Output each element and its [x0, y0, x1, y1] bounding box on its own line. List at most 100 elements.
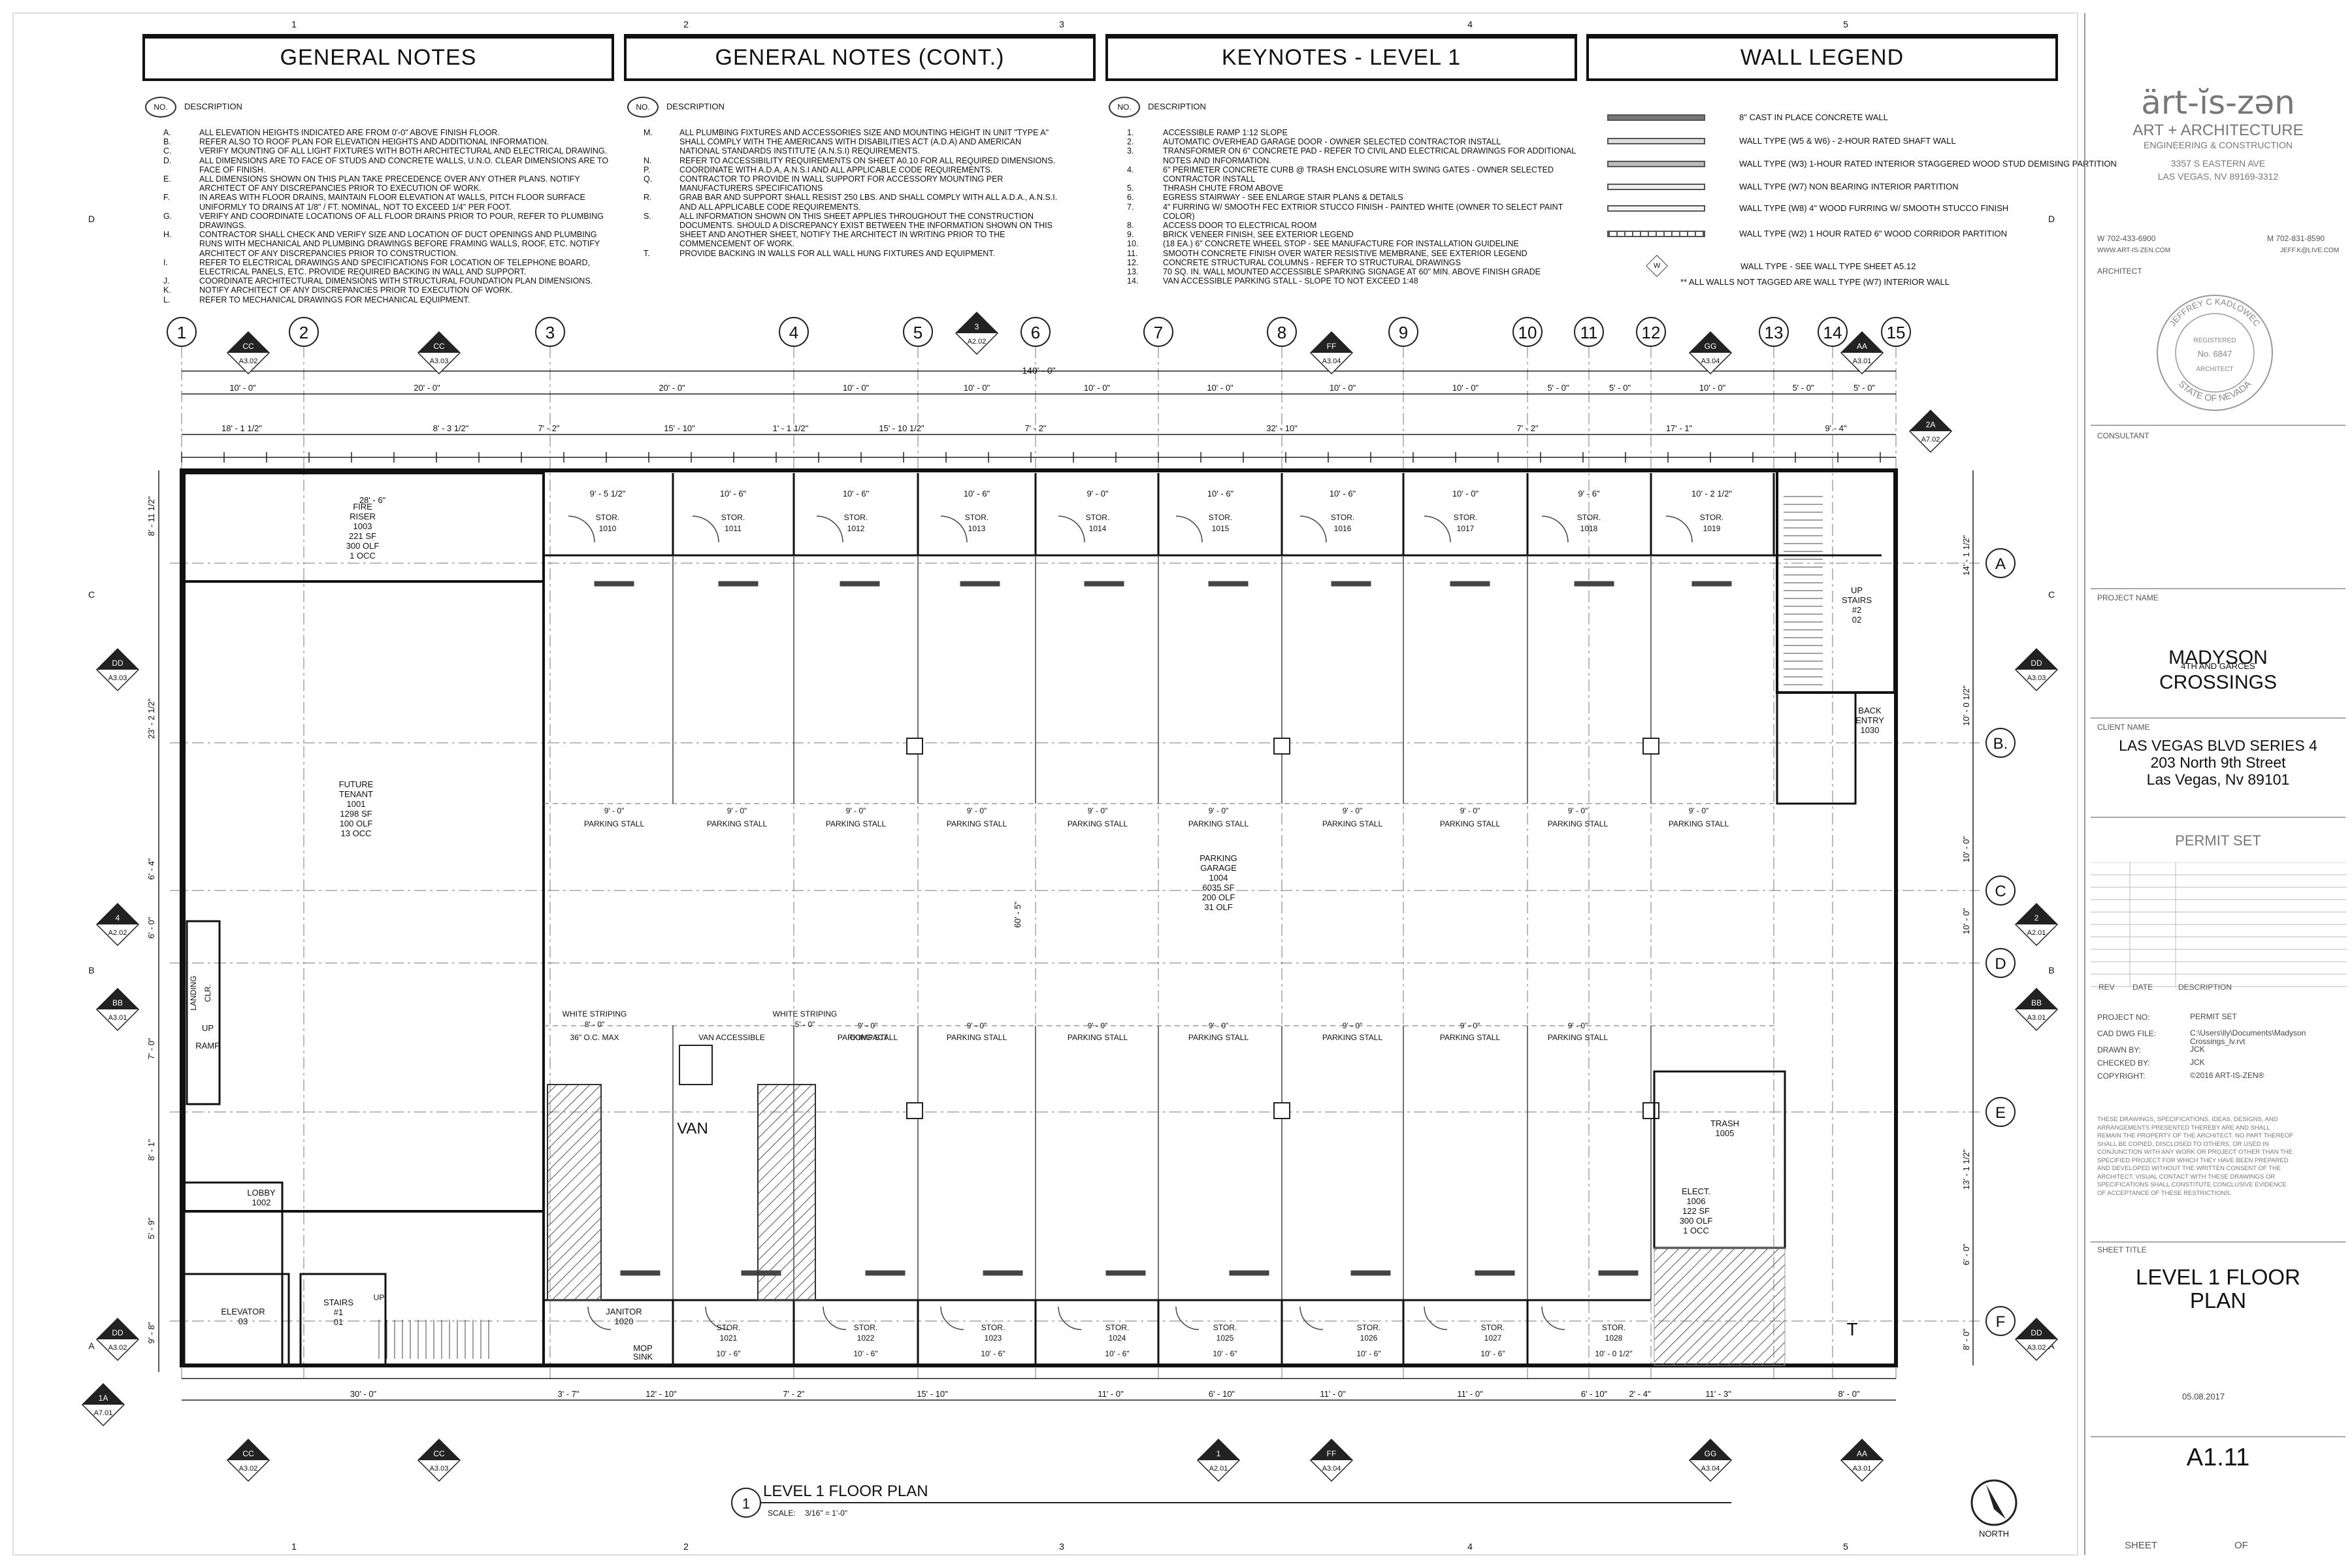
- parking-stall-label: PARKING STALL: [1440, 1033, 1501, 1042]
- grid-bubble: [1985, 548, 2016, 578]
- stall-width: 9' - 0": [1568, 806, 1588, 815]
- tb-rule: [2091, 425, 2345, 426]
- section-tag-arrow-icon: [2016, 1318, 2057, 1339]
- wheel-stop: [1331, 581, 1371, 587]
- no-label: NO.: [627, 97, 659, 118]
- room-label-fire: 300 OLF: [346, 541, 380, 551]
- ref-col-top: 4: [1467, 19, 1473, 29]
- section-tag-arrow-icon: [97, 988, 139, 1009]
- dim-text: 32' - 10": [1266, 423, 1298, 433]
- wheel-stop: [1598, 1270, 1639, 1276]
- stor-width: 9' - 6": [1578, 489, 1599, 498]
- of-label: OF: [2234, 1540, 2248, 1551]
- section-tag-arrow-icon: [227, 1439, 269, 1460]
- firm-email: JEFF.K@LIVE.COM: [2280, 247, 2340, 254]
- dim-text: 10' - 0": [1330, 383, 1356, 393]
- note-row: 8.ACCESS DOOR TO ELECTRICAL ROOM: [1127, 221, 1584, 230]
- tb-rule: [2091, 817, 2345, 818]
- dim-text: 14' - 1 1/2": [1961, 535, 1971, 576]
- stor-number: 1019: [1703, 524, 1721, 533]
- note-row: 1. ACCESSIBLE RAMP 1:12 SLOPE: [1127, 128, 1584, 137]
- stall-width: 9' - 0": [1689, 806, 1709, 815]
- section-tag-sheet: A3.02: [239, 1465, 258, 1473]
- ref-col-bottom: 3: [1059, 1541, 1064, 1552]
- note-row: J.COORDINATE ARCHITECTURAL DIMENSIONS WI…: [163, 276, 614, 286]
- section-tag-key: GG: [1705, 1449, 1717, 1458]
- info-value: JCK: [2190, 1058, 2205, 1067]
- room-label-tenant: TENANT: [339, 789, 373, 799]
- door-swing-icon: [1541, 515, 1569, 543]
- ref-row-left: A: [88, 1341, 95, 1351]
- room-label-janitor: 1020: [615, 1316, 634, 1326]
- note-text: ACCESSIBLE RAMP 1:12 SLOPE: [1163, 128, 1288, 137]
- note-letter: 9.: [1127, 230, 1134, 240]
- grid-label: 2: [299, 323, 308, 342]
- stor-width: 10' - 6": [720, 489, 747, 498]
- section-tag-key: BB: [2031, 998, 2042, 1007]
- general-notes-columns: NO.DESCRIPTION: [145, 97, 242, 118]
- parking-stall-label: PARKING STALL: [1669, 819, 1729, 828]
- note-text: COORDINATE WITH A.D.A, A.N.S.I AND ALL A…: [679, 165, 993, 174]
- stor-number: 1027: [1484, 1333, 1502, 1343]
- stall-width: 9' - 0": [1088, 1021, 1108, 1030]
- room-label-garage: GARAGE: [1200, 863, 1237, 873]
- stair-enclosure: [1776, 469, 1896, 694]
- note-row: Q.CONTRACTOR TO PROVIDE IN WALL SUPPORT …: [644, 174, 1062, 193]
- seal-number: No. 6847: [2198, 349, 2232, 359]
- stor-label: STOR.: [1086, 513, 1109, 522]
- tb-rule: [2091, 1436, 2345, 1437]
- wheel-stop: [1574, 581, 1614, 587]
- door-swing-icon: [823, 1306, 847, 1330]
- note-letter: 1.: [1127, 128, 1134, 137]
- dim-text: 11' - 0": [1457, 1389, 1483, 1399]
- dim-text: 20' - 0": [414, 383, 440, 393]
- section-tag-arrow-icon: [2016, 904, 2057, 924]
- note-text: GRAB BAR AND SUPPORT SHALL RESIST 250 LB…: [679, 193, 1058, 212]
- parking-stall-label: PARKING STALL: [1548, 819, 1609, 828]
- ref-col-top: 3: [1059, 19, 1064, 29]
- section-tag-sheet: A7.01: [94, 1409, 113, 1417]
- wall-legend-item: ** ALL WALLS NOT TAGGED ARE WALL TYPE (W…: [1680, 277, 1950, 287]
- back-entry: [1776, 691, 1857, 805]
- grid-bubble: [1985, 1097, 2016, 1127]
- section-tag-arrow-icon: [97, 904, 139, 924]
- sheet-border: [12, 12, 2078, 1556]
- grid-label: 11: [1580, 323, 1598, 342]
- dim-text: 15' - 10 1/2": [879, 423, 924, 433]
- firm-phone-m: M 702-831-8590: [2267, 234, 2325, 243]
- stor-number: 1014: [1089, 524, 1107, 533]
- scale-label: SCALE:: [768, 1509, 796, 1518]
- stor-label: STOR.: [844, 513, 868, 522]
- section-tag-sheet: A7.02: [1921, 436, 1940, 444]
- room-label-garage: 1004: [1209, 873, 1228, 883]
- project-location-one: 4TH AND GARCES: [2181, 661, 2255, 671]
- wheel-stop: [1105, 1270, 1146, 1276]
- room-label-stairs1: STAIRS: [323, 1298, 353, 1307]
- stor-width: 10' - 2 1/2": [1691, 489, 1732, 498]
- section-tag-key: CC: [242, 1449, 254, 1458]
- consultant-label: CONSULTANT: [2097, 431, 2149, 440]
- note-text: 6" PERIMETER CONCRETE CURB @ TRASH ENCLO…: [1163, 165, 1554, 184]
- dim-text: 18' - 1 1/2": [221, 423, 262, 433]
- dim-text: 13' - 1 1/2": [1961, 1149, 1971, 1190]
- tb-rule: [2091, 717, 2345, 719]
- stor-label: STOR.: [1602, 1323, 1625, 1332]
- note-text: VAN ACCESSIBLE PARKING STALL - SLOPE TO …: [1163, 276, 1418, 286]
- note-letter: L.: [163, 295, 171, 304]
- parking-stall-label: PARKING STALL: [1322, 1033, 1383, 1042]
- stor-number: 1017: [1457, 524, 1475, 533]
- section-tag-arrow-icon: [1841, 332, 1883, 353]
- note-letter: G.: [163, 211, 172, 221]
- note-row: F.IN AREAS WITH FLOOR DRAINS, MAINTAIN F…: [163, 193, 614, 211]
- note-text: VERIFY MOUNTING OF ALL LIGHT FIXTURES WI…: [199, 146, 608, 156]
- sheet-title-2: PLAN: [2189, 1288, 2247, 1313]
- ref-row-right: A: [2048, 1341, 2055, 1351]
- section-tag-arrow-icon: [97, 649, 139, 670]
- description-label: DESCRIPTION: [1148, 101, 1206, 112]
- wheel-stop: [1208, 581, 1249, 587]
- general-notes-cont-columns: NO.DESCRIPTION: [627, 97, 725, 118]
- stor-width: 9' - 5 1/2": [590, 489, 626, 498]
- dim-text: 10' - 0": [964, 383, 990, 393]
- grid-label: 7: [1154, 323, 1163, 342]
- note-text: VERIFY AND COORDINATE LOCATIONS OF ALL F…: [199, 211, 604, 231]
